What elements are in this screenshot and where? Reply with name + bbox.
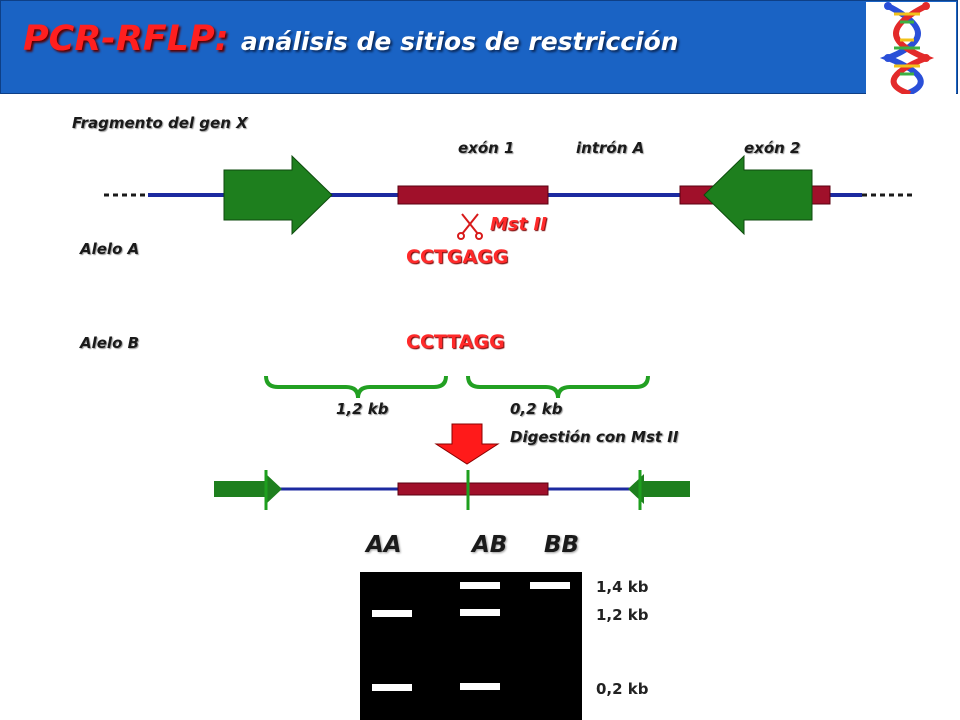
allele-a-label: Alelo A — [80, 240, 140, 258]
header-banner: PCR-RFLP: análisis de sitios de restricc… — [0, 0, 958, 94]
dna-helix-icon — [866, 2, 956, 97]
intron-a-label: intrón A — [576, 139, 645, 157]
gel-band-ab-1-4kb — [460, 582, 500, 589]
digestion-label: Digestión con Mst II — [510, 428, 679, 446]
gel-band-ab-1-2kb — [460, 609, 500, 616]
gel-band-aa-0-2kb — [372, 684, 412, 691]
fragment-label: Fragmento del gen X — [72, 114, 248, 132]
genotype-ab: AB — [472, 532, 508, 558]
enzyme-label: Mst II — [490, 214, 547, 235]
fragment-size-left: 1,2 kb — [336, 400, 389, 418]
brace-left-fragment — [264, 375, 448, 399]
genotype-aa: AA — [366, 532, 402, 558]
title-main: PCR-RFLP: — [23, 19, 229, 59]
digested-reverse-primer — [628, 474, 690, 504]
ladder-1-4kb: 1,4 kb — [596, 578, 649, 596]
page-title: PCR-RFLP: análisis de sitios de restricc… — [23, 19, 679, 59]
gel-band-bb-1-4kb — [530, 582, 570, 589]
ladder-1-2kb: 1,2 kb — [596, 606, 649, 624]
allele-a-sequence: CCTGAGG — [406, 246, 509, 268]
exon-2-label: exón 2 — [744, 139, 801, 157]
exon-1-block — [397, 185, 549, 205]
digested-exon-block — [397, 482, 549, 496]
allele-b-label: Alelo B — [80, 334, 140, 352]
gel-electrophoresis — [360, 572, 582, 720]
ladder-0-2kb: 0,2 kb — [596, 680, 649, 698]
digestion-arrow-icon — [434, 423, 500, 465]
allele-b-sequence: CCTTAGG — [406, 331, 505, 353]
brace-right-fragment — [466, 375, 650, 399]
reverse-primer-arrow — [703, 154, 813, 236]
fragment-size-right: 0,2 kb — [510, 400, 563, 418]
forward-primer-arrow — [223, 154, 333, 236]
exon-1-label: exón 1 — [458, 139, 515, 157]
gel-band-ab-0-2kb — [460, 683, 500, 690]
genotype-bb: BB — [544, 532, 580, 558]
title-subtitle: análisis de sitios de restricción — [240, 27, 679, 56]
digested-forward-primer — [214, 474, 282, 504]
gel-band-aa-1-2kb — [372, 610, 412, 617]
scissors-icon — [457, 213, 483, 240]
